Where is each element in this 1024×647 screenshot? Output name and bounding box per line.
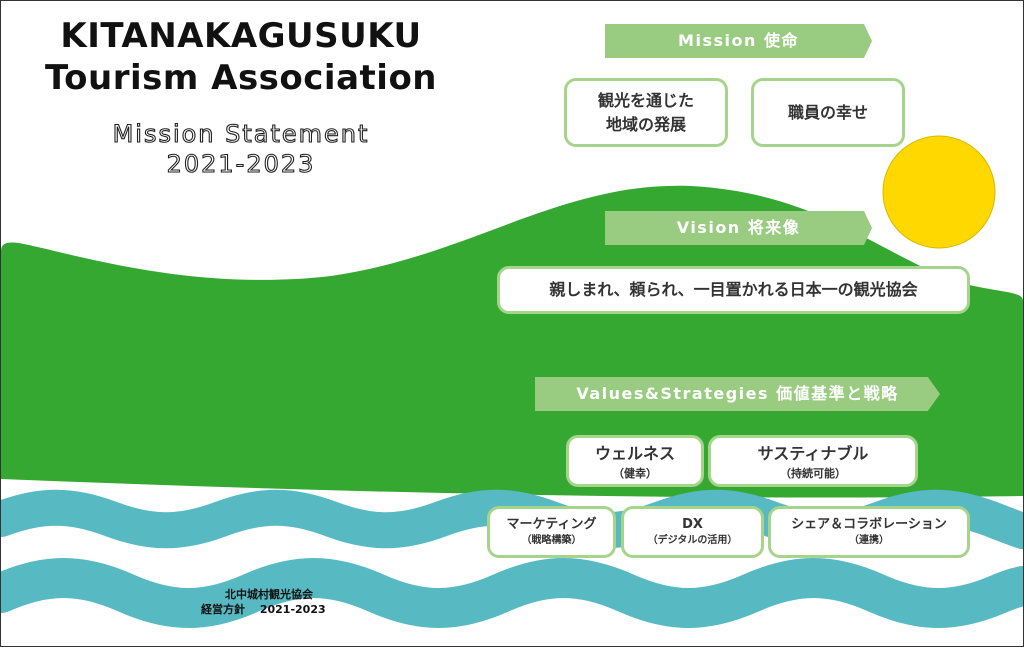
strategy-label: マーケティング bbox=[506, 517, 597, 532]
footer-line-2: 経営方針 2021-2023 bbox=[201, 603, 326, 616]
strategy-sub: （連携） bbox=[849, 535, 889, 546]
title-line-2: Tourism Association bbox=[44, 58, 438, 98]
mission-item-regional-development: 観光を通じた 地域の発展 bbox=[564, 78, 728, 147]
sun-icon bbox=[882, 135, 996, 249]
strategy-marketing: マーケティング （戦略構築） bbox=[487, 506, 616, 558]
mission-item-line-1: 観光を通じた bbox=[597, 90, 694, 110]
strategy-share-collaboration: シェア＆コラボレーション （連携） bbox=[768, 506, 970, 558]
strategy-label: シェア＆コラボレーション bbox=[791, 517, 947, 532]
mission-banner: Mission 使命 bbox=[605, 24, 872, 58]
value-sub: （健幸） bbox=[613, 466, 657, 480]
value-wellness: ウェルネス （健幸） bbox=[566, 435, 704, 487]
page-subtitle: Mission Statement 2021-2023 bbox=[61, 119, 421, 179]
strategy-dx: DX （デジタルの活用） bbox=[621, 506, 764, 558]
footer-line-1: 北中城村観光協会 bbox=[225, 588, 313, 601]
value-sub: （持続可能） bbox=[780, 466, 846, 480]
values-banner: Values&Strategies 価値基準と戦略 bbox=[535, 377, 940, 411]
mission-item-line-2: 地域の発展 bbox=[605, 114, 686, 134]
mission-item-staff-happiness: 職員の幸せ bbox=[751, 78, 905, 147]
footer-caption: 北中城村観光協会 経営方針 2021-2023 bbox=[201, 587, 326, 617]
title-line-1: KITANAKAGUSUKU bbox=[60, 16, 422, 56]
subtitle-line-2: 2021-2023 bbox=[166, 149, 316, 178]
mission-item-line-1: 職員の幸せ bbox=[787, 102, 868, 122]
vision-statement: 親しまれ、頼られ、一目置かれる日本一の観光協会 bbox=[497, 266, 970, 314]
green-hill bbox=[1, 185, 1023, 498]
value-label: ウェルネス bbox=[594, 443, 675, 463]
strategy-sub: （戦略構築） bbox=[521, 535, 582, 546]
value-sustainable: サスティナブル （持続可能） bbox=[708, 435, 918, 487]
vision-banner: Vision 将来像 bbox=[605, 211, 872, 245]
page-title: KITANAKAGUSUKU Tourism Association bbox=[31, 15, 451, 99]
value-label: サスティナブル bbox=[757, 443, 869, 463]
strategy-label: DX bbox=[682, 517, 703, 532]
subtitle-line-1: Mission Statement bbox=[112, 119, 370, 148]
vision-text: 親しまれ、頼られ、一目置かれる日本一の観光協会 bbox=[549, 280, 918, 299]
wave-lower bbox=[1, 558, 1023, 628]
strategy-sub: （デジタルの活用） bbox=[647, 535, 738, 546]
